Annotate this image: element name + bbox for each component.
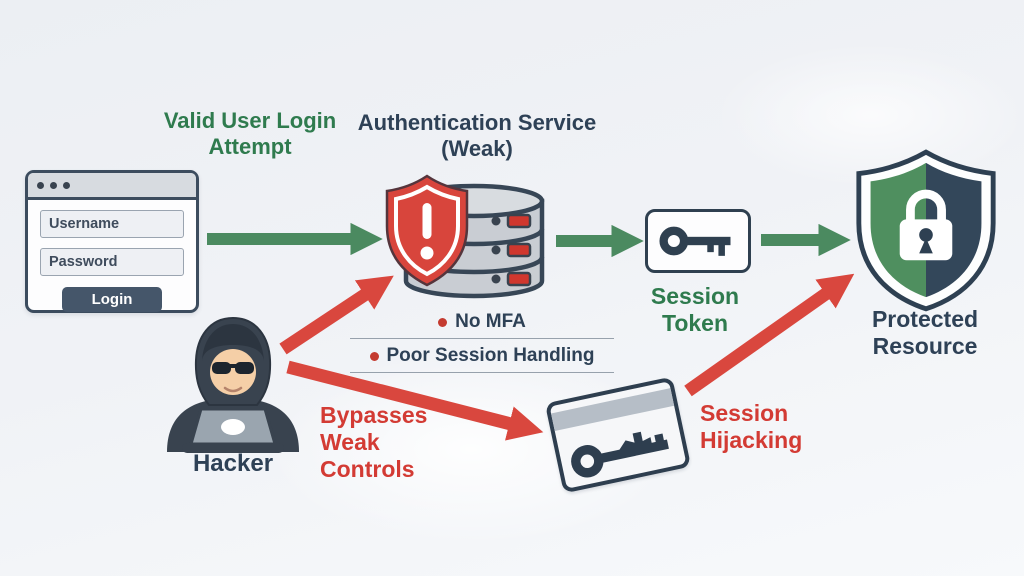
- session-token-label: Session Token: [650, 283, 740, 337]
- bullet-icon: [438, 317, 448, 327]
- divider: [350, 372, 614, 373]
- window-dot-icon: [37, 181, 44, 189]
- arrow-hacker-to-hijack: [286, 360, 544, 441]
- illustrated-password-field: Password: [40, 248, 184, 276]
- protected-resource-label: Protected Resource: [871, 306, 979, 360]
- warning-shield-icon: [385, 174, 469, 287]
- bypasses-label: Bypasses Weak Controls: [320, 402, 428, 483]
- illustrated-username-field: Username: [40, 210, 184, 238]
- weakness-item: Poor Session Handling: [369, 343, 595, 372]
- illustrated-login-button: Login: [62, 287, 162, 312]
- valid-login-label: Valid User Login Attempt: [163, 108, 337, 159]
- protected-shield-icon: [856, 149, 996, 312]
- divider: [350, 338, 614, 339]
- window-dot-icon: [50, 181, 57, 189]
- window-dot-icon: [63, 181, 70, 189]
- weakness-text: No MFA: [455, 311, 526, 332]
- key-icon: [659, 226, 731, 256]
- key-icon: [571, 431, 669, 478]
- weakness-text: Poor Session Handling: [386, 345, 595, 366]
- browser-login-window: Username Password Login: [25, 170, 199, 313]
- hacker-label: Hacker: [192, 450, 274, 477]
- hacker-icon: [167, 316, 299, 453]
- window-titlebar: [28, 173, 196, 200]
- auth-service-label: Authentication Service (Weak): [357, 110, 597, 161]
- auth-weaknesses-list: No MFA Poor Session Handling: [350, 309, 614, 377]
- arrow-hijack-to-resource: [684, 273, 855, 397]
- arrow-hacker-to-auth: [279, 275, 394, 355]
- session-token-box: [645, 209, 751, 273]
- session-hijacking-label: Session Hijacking: [700, 400, 803, 454]
- weakness-item: No MFA: [438, 309, 526, 338]
- stolen-token-card-icon: [544, 376, 692, 494]
- bullet-icon: [369, 351, 379, 361]
